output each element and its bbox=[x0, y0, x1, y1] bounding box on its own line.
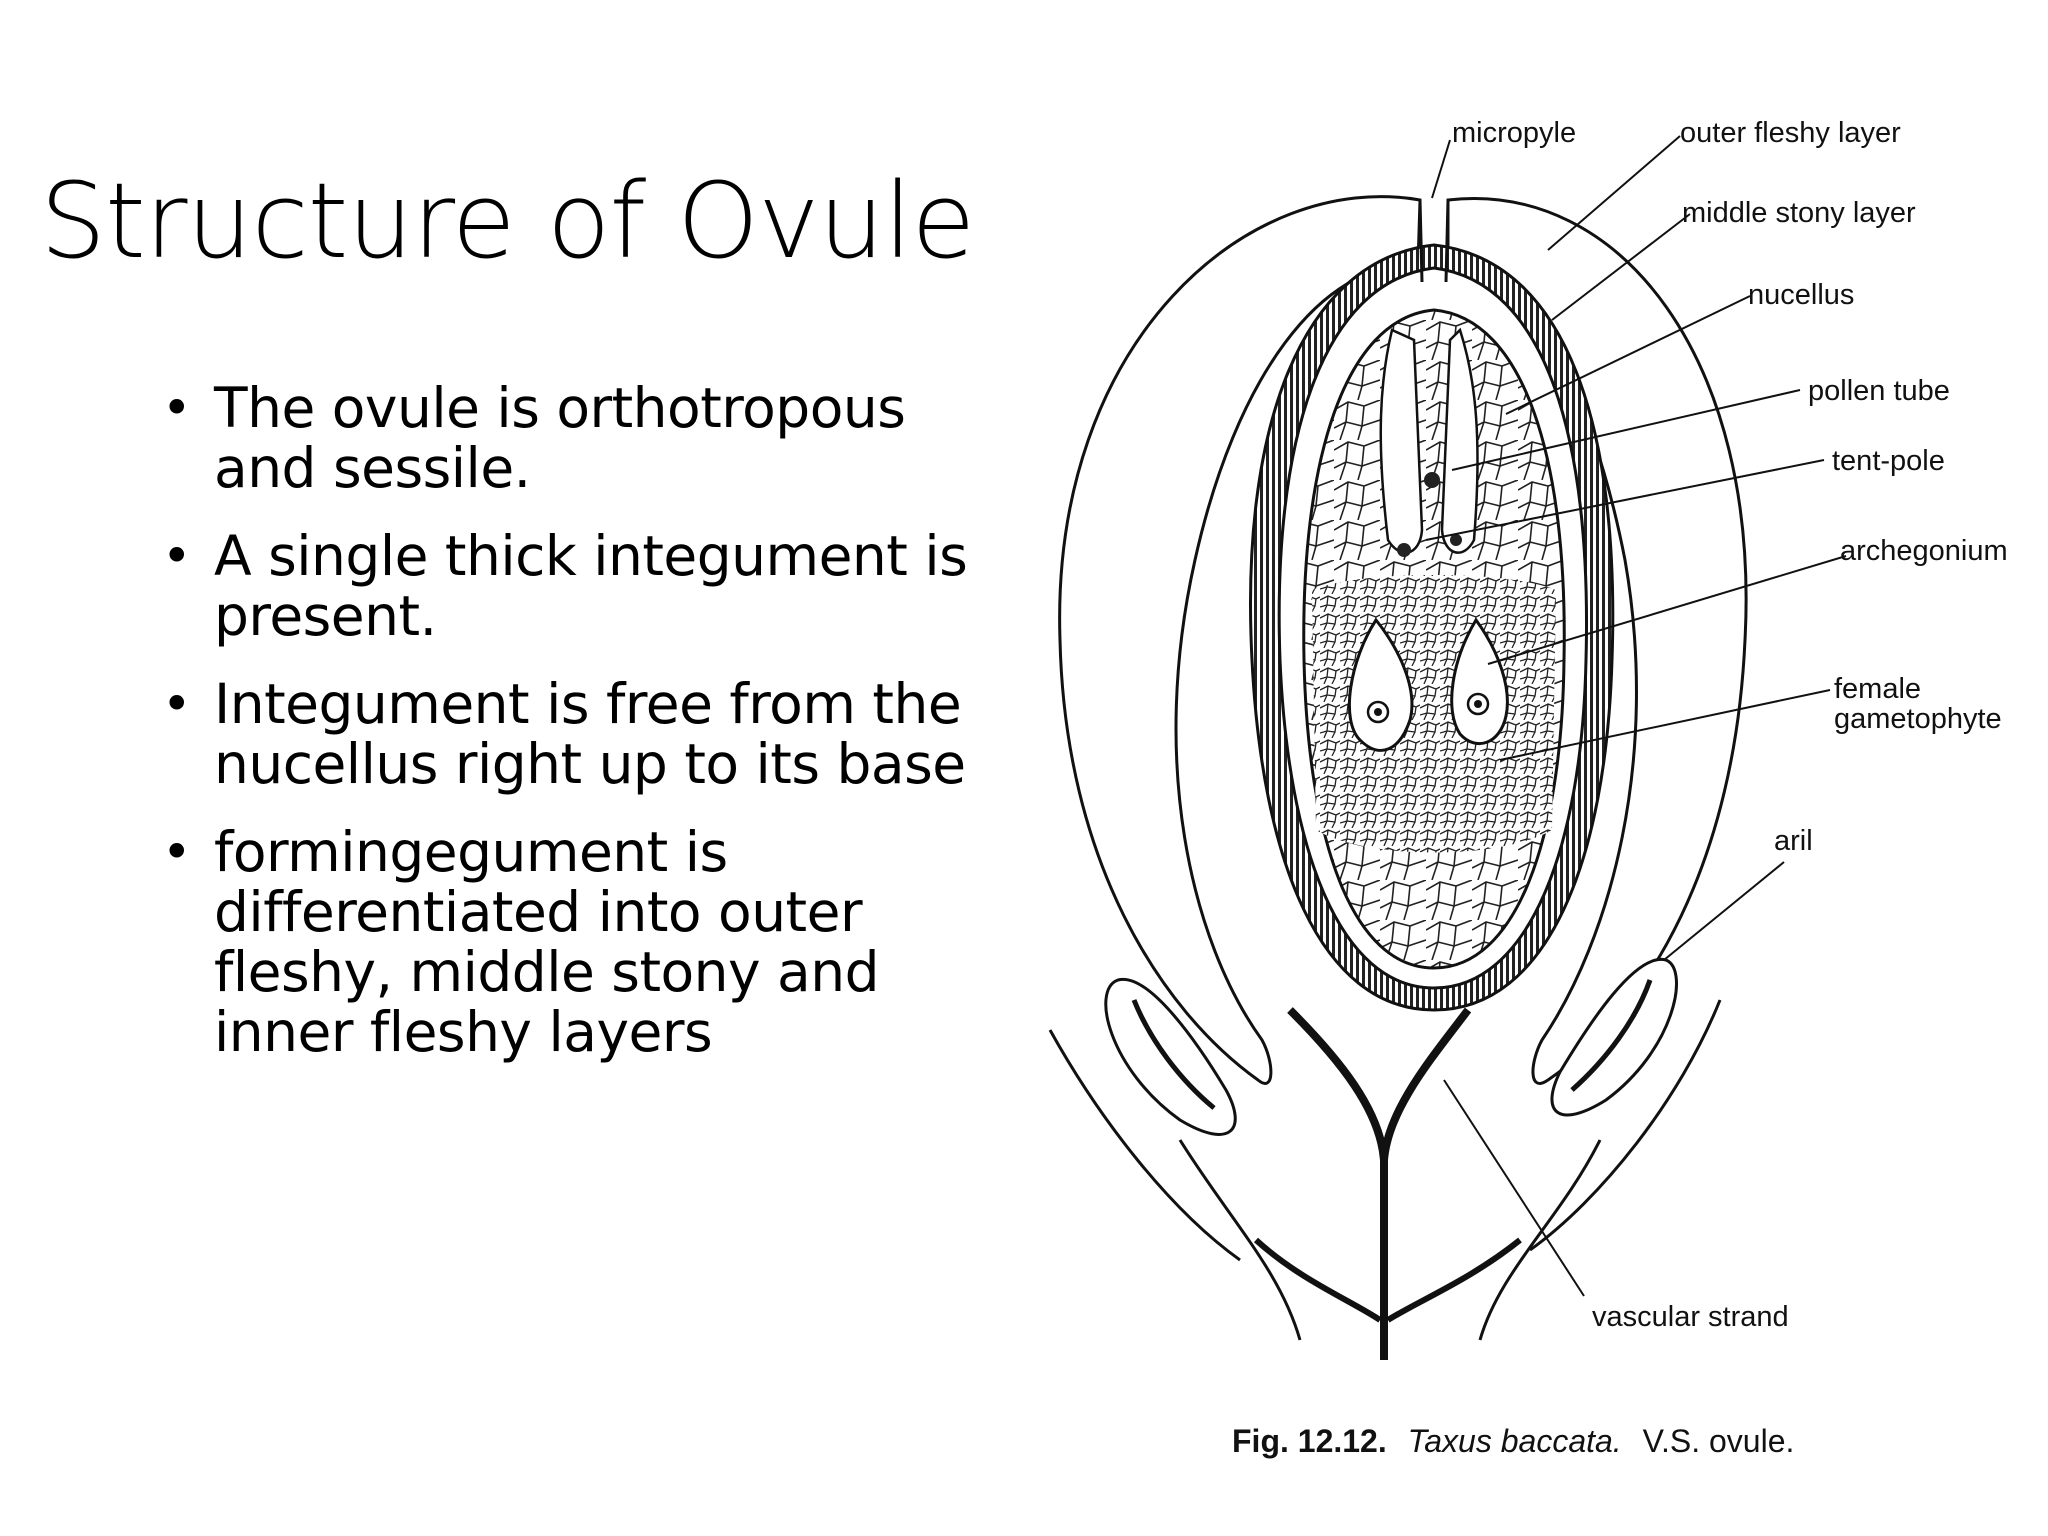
bullet-item: • The ovule is orthotropous and sessile. bbox=[160, 378, 980, 498]
figure-caption: Fig. 12.12. Taxus baccata. V.S. ovule. bbox=[1232, 1423, 1794, 1459]
label-middle-stony-layer: middle stony layer bbox=[1682, 197, 1916, 229]
bullet-dot: • bbox=[162, 527, 192, 585]
bullet-item: • formingegument is differentiated into o… bbox=[160, 822, 980, 1062]
bullet-item: • A single thick integument is present. bbox=[160, 526, 980, 646]
bullet-dot: • bbox=[162, 379, 192, 437]
vascular-strand bbox=[1287, 1007, 1472, 1360]
bullet-text: A single thick integument is present. bbox=[214, 524, 968, 648]
pollen-tube bbox=[1379, 328, 1424, 554]
slide-title: Structure of Ovule bbox=[40, 160, 975, 282]
caption-rest: V.S. ovule. bbox=[1643, 1423, 1795, 1459]
label-vascular-strand: vascular strand bbox=[1592, 1301, 1789, 1333]
label-pollen-tube: pollen tube bbox=[1808, 375, 1950, 407]
caption-fig-no: Fig. 12.12. bbox=[1232, 1423, 1387, 1459]
ovule-figure: micropyle outer fleshy layer middle ston… bbox=[1000, 80, 2048, 1520]
bullet-dot: • bbox=[162, 675, 192, 733]
label-archegonium: archegonium bbox=[1840, 535, 2008, 567]
bullet-text: Integument is free from the nucellus rig… bbox=[214, 672, 966, 796]
bullet-dot: • bbox=[162, 823, 192, 881]
label-nucellus: nucellus bbox=[1748, 279, 1854, 311]
aril-right bbox=[1550, 957, 1678, 1117]
archegonium-right bbox=[1450, 617, 1509, 746]
bullet-text: formingegument is differentiated into ou… bbox=[214, 820, 880, 1064]
caption-species: Taxus baccata. bbox=[1408, 1423, 1622, 1459]
label-aril: aril bbox=[1774, 825, 1813, 857]
ovule-diagram: micropyle outer fleshy layer middle ston… bbox=[1048, 117, 2008, 1459]
label-gametophyte: gametophyte bbox=[1834, 703, 2002, 735]
label-female: female bbox=[1834, 673, 1921, 705]
bullet-list: •The ovule is orthotropous and sessile. … bbox=[160, 378, 980, 1090]
label-tent-pole: tent-pole bbox=[1832, 445, 1945, 477]
label-micropyle: micropyle bbox=[1452, 117, 1576, 149]
archegonium-left bbox=[1347, 617, 1414, 752]
label-outer-fleshy-layer: outer fleshy layer bbox=[1680, 117, 1901, 149]
outer-fleshy-layer bbox=[1058, 195, 1422, 1085]
bullet-item: • Integument is free from the nucellus ri… bbox=[160, 674, 980, 794]
bullet-text: The ovule is orthotropous and sessile. bbox=[214, 376, 906, 500]
